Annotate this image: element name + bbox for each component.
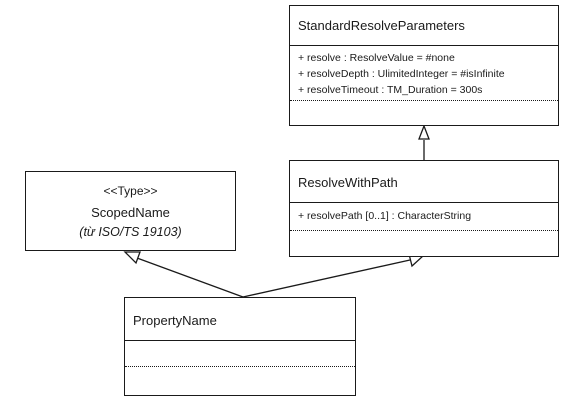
class-scoped-name[interactable]: <<Type>> ScopedName (từ ISO/TS 19103): [25, 171, 236, 251]
generalization-line-propertyname-to-resolvewithpath: [242, 259, 411, 298]
name-divider: [290, 202, 558, 203]
class-name: ScopedName: [91, 205, 170, 220]
class-name: ResolveWithPath: [298, 175, 398, 190]
operations-divider: [290, 100, 558, 101]
generalization-arrowhead-scopedname: [123, 251, 141, 265]
class-name: PropertyName: [133, 313, 217, 328]
name-divider: [290, 45, 558, 46]
operations-divider: [290, 230, 558, 231]
class-name: StandardResolveParameters: [298, 18, 465, 33]
class-resolve-with-path[interactable]: ResolveWithPath + resolvePath [0..1] : C…: [289, 160, 559, 257]
generalization-line-propertyname-to-scopedname: [136, 257, 244, 298]
attribute: + resolveDepth : UlimitedInteger = #isIn…: [298, 68, 505, 80]
attribute: + resolvePath [0..1] : CharacterString: [298, 210, 472, 222]
class-property-name[interactable]: PropertyName: [124, 297, 356, 396]
stereotype: <<Type>>: [103, 184, 158, 198]
name-divider: [125, 340, 355, 341]
operations-divider: [125, 366, 355, 367]
attribute: + resolve : ResolveValue = #none: [298, 52, 455, 64]
attribute: + resolveTimeout : TM_Duration = 300s: [298, 84, 483, 96]
source-note: (từ ISO/TS 19103): [79, 225, 182, 239]
generalization-arrowhead-standardresolveparameters: [418, 124, 430, 140]
class-standard-resolve-parameters[interactable]: StandardResolveParameters + resolve : Re…: [289, 5, 559, 126]
